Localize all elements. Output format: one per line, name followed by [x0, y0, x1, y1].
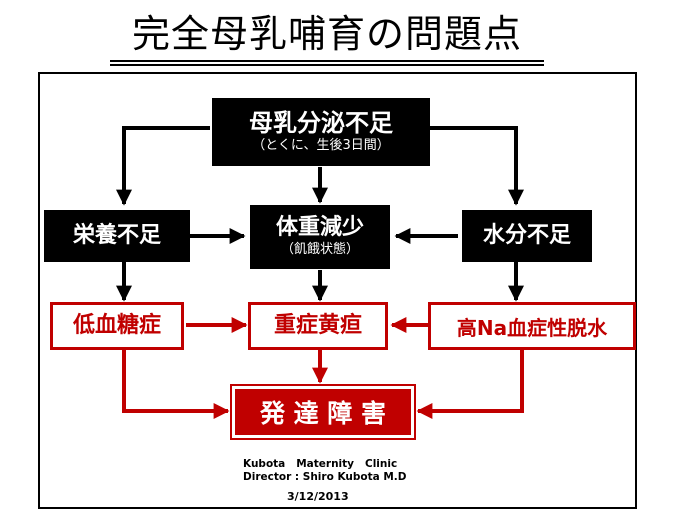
- node-weight-loss-label: 体重減少: [275, 215, 364, 240]
- credit-director: Director : Shiro Kubota M.D: [243, 471, 407, 483]
- node-nutrition-shortage-label: 栄養不足: [72, 223, 161, 248]
- node-milk-shortage: 母乳分泌不足 （とくに、生後3日間）: [212, 98, 430, 166]
- node-hypernatremic-dehydration-label: 高Na血症性脱水: [456, 315, 608, 340]
- node-weight-loss-note: （飢餓状態）: [280, 242, 359, 257]
- page-title: 完全母乳哺育の問題点: [131, 12, 522, 56]
- node-developmental-disorder: 発 達 障 害: [232, 386, 414, 438]
- node-milk-shortage-note: （とくに、生後3日間）: [252, 138, 390, 153]
- node-water-shortage: 水分不足: [462, 210, 592, 262]
- node-developmental-disorder-label: 発 達 障 害: [259, 399, 387, 428]
- node-severe-jaundice: 重症黄疸: [248, 302, 388, 350]
- title-underline-top: [110, 60, 544, 62]
- node-hypoglycemia-label: 低血糖症: [72, 313, 161, 338]
- credit-clinic: Kubota Maternity Clinic: [243, 458, 398, 470]
- arrow-hypoglycemia-to-disorder: [122, 350, 230, 419]
- arrow-dehydration-to-disorder: [416, 350, 524, 419]
- node-weight-loss: 体重減少 （飢餓状態）: [250, 205, 390, 269]
- diagram-frame: [38, 72, 637, 509]
- date-stamp: 3/12/2013: [287, 490, 349, 503]
- node-hypoglycemia: 低血糖症: [50, 302, 184, 350]
- node-nutrition-shortage: 栄養不足: [44, 210, 190, 262]
- credit-block: Kubota Maternity Clinic Director : Shiro…: [243, 458, 407, 484]
- node-hypernatremic-dehydration: 高Na血症性脱水: [428, 302, 636, 350]
- title-underline-bottom: [110, 64, 544, 66]
- arrow-milk-to-nutrition: [116, 126, 210, 206]
- node-water-shortage-label: 水分不足: [482, 223, 571, 248]
- node-milk-shortage-label: 母乳分泌不足: [249, 109, 393, 137]
- node-severe-jaundice-label: 重症黄疸: [273, 313, 362, 338]
- arrow-milk-to-water: [430, 126, 524, 206]
